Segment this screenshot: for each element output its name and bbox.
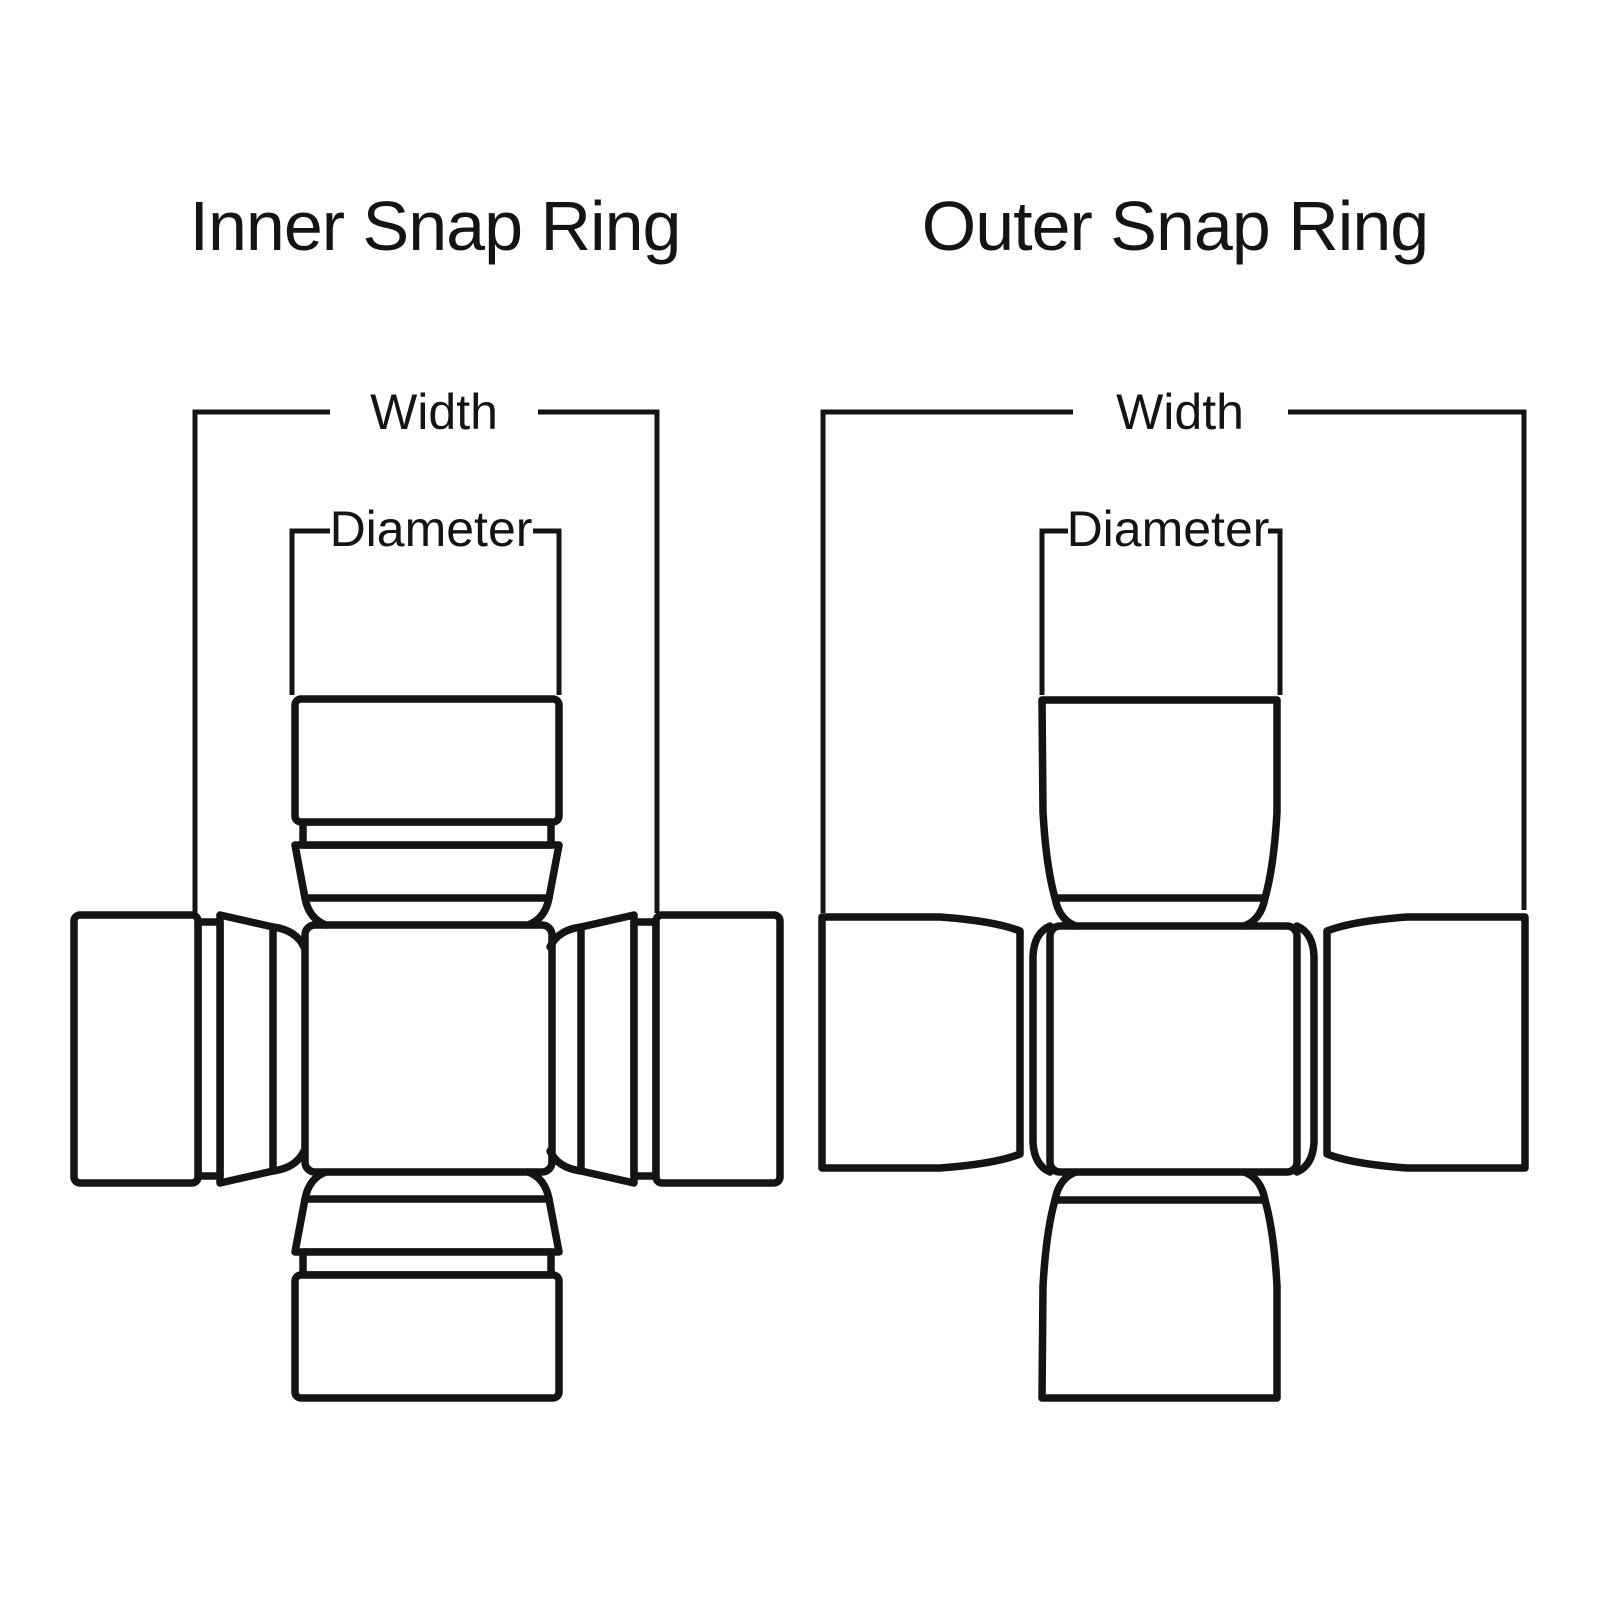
inner-diameter-label: Diameter <box>330 501 533 557</box>
outer-top-arm-left-shoulder-curve <box>1051 894 1080 930</box>
outer-top-arm <box>1038 696 1281 930</box>
outer-left-arm <box>818 913 1054 1176</box>
outer-bottom-arm-left-shoulder-curve <box>1051 1168 1080 1204</box>
outer-diameter-bracket: Diameter <box>1039 501 1283 695</box>
outer-diameter-label: Diameter <box>1067 501 1270 557</box>
outer-top-arm-right-shoulder-curve <box>1240 894 1269 930</box>
outer-snap-ring-diagram: Outer Snap Ring Width <box>818 187 1529 1402</box>
outer-bottom-arm <box>1038 1168 1281 1402</box>
inner-left-arm-top-shoulder-curve <box>269 923 308 951</box>
inner-bottom-arm-bearing-cap <box>291 1271 563 1402</box>
inner-left-arm-bearing-cap <box>70 911 202 1187</box>
outer-left-arm-bearing-cap <box>818 913 1024 1172</box>
outer-snap-ring-title: Outer Snap Ring <box>922 187 1428 265</box>
outer-right-arm <box>1293 913 1529 1176</box>
inner-top-arm-left-shoulder-curve <box>301 894 330 929</box>
inner-width-bracket-left <box>192 409 330 913</box>
inner-right-arm-bearing-cap <box>652 911 784 1187</box>
outer-width-bracket: Width <box>820 384 1527 913</box>
inner-bottom-arm-left-shoulder-curve <box>301 1168 330 1203</box>
outer-left-arm-cup-lip-curve <box>1029 922 1054 1176</box>
inner-right-arm-snap-ring <box>577 911 638 1187</box>
inner-top-arm <box>291 695 563 929</box>
inner-bottom-arm-right-shoulder-curve <box>524 1168 553 1203</box>
inner-right-arm <box>546 911 784 1187</box>
inner-width-bracket-right <box>538 409 660 913</box>
inner-width-label: Width <box>370 384 498 440</box>
outer-right-arm-cup-lip-curve <box>1293 922 1318 1176</box>
inner-width-bracket: Width <box>192 384 660 913</box>
inner-snap-ring-diagram: Inner Snap Ring <box>70 187 784 1402</box>
inner-top-arm-right-shoulder-curve <box>524 894 553 929</box>
outer-diameter-bracket-left <box>1039 528 1068 695</box>
outer-center-body <box>1046 922 1301 1176</box>
outer-width-label: Width <box>1116 384 1244 440</box>
inner-bottom-arm-snap-ring <box>291 1195 563 1256</box>
outer-right-arm-bearing-cap <box>1323 913 1529 1172</box>
inner-left-arm <box>70 911 308 1187</box>
inner-diameter-bracket: Diameter <box>289 501 562 695</box>
outer-diameter-bracket-right <box>1268 528 1283 695</box>
outer-width-bracket-right <box>1288 409 1527 910</box>
inner-diameter-bracket-left <box>289 528 330 695</box>
outer-bottom-arm-right-shoulder-curve <box>1240 1168 1269 1204</box>
inner-right-arm-bottom-shoulder-curve <box>546 1147 585 1175</box>
outer-width-bracket-left <box>820 409 1073 913</box>
inner-top-arm-bearing-cap <box>291 695 563 826</box>
inner-center-body <box>301 921 556 1176</box>
inner-bottom-arm <box>291 1168 563 1402</box>
inner-left-arm-snap-ring <box>216 911 277 1187</box>
inner-top-arm-snap-ring <box>291 841 563 902</box>
inner-diameter-bracket-right <box>533 528 562 695</box>
inner-snap-ring-title: Inner Snap Ring <box>190 187 681 265</box>
outer-bottom-arm-bearing-cap <box>1038 1196 1281 1402</box>
inner-left-arm-bottom-shoulder-curve <box>269 1147 308 1175</box>
outer-top-arm-bearing-cap <box>1038 696 1281 902</box>
